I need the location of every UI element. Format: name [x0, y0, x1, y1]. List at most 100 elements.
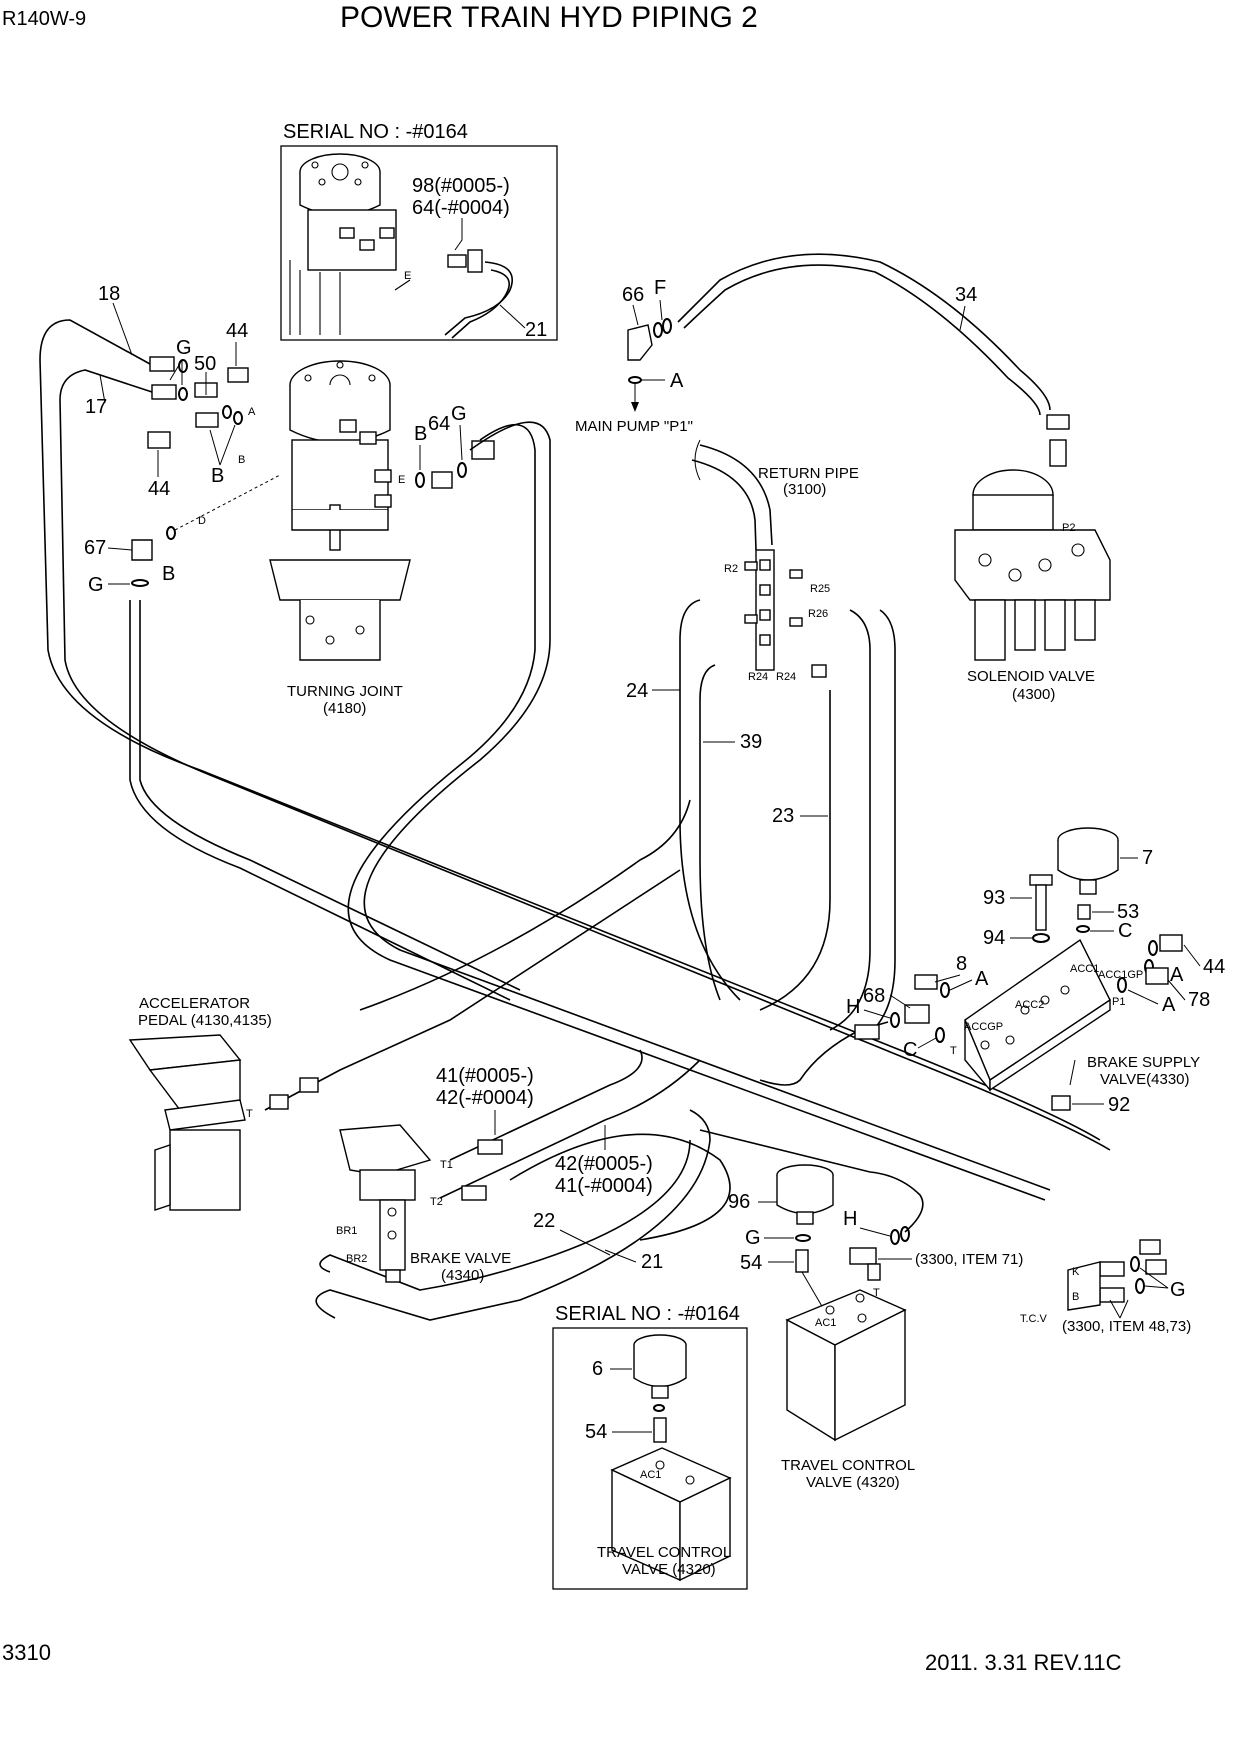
port-t2: T2: [430, 1196, 443, 1208]
tcv-main-name: TRAVEL CONTROL: [781, 1457, 915, 1474]
callout-a-pump: A: [670, 370, 684, 392]
inset-note-64: 64(-#0004): [412, 197, 510, 219]
port-r25: R25: [810, 583, 830, 595]
callout-41-a: 41(#0005-): [436, 1065, 534, 1087]
return-pipe-name: RETURN PIPE: [758, 465, 859, 482]
turning-joint-name: TURNING JOINT: [287, 683, 403, 700]
callout-a-bsv-left: A: [975, 968, 989, 990]
port-r2: R2: [724, 563, 738, 575]
accumulator-7: [1057, 827, 1119, 895]
port-t-bsv: T: [950, 1045, 957, 1057]
callout-44-left: 44: [148, 478, 170, 500]
callout-g-3: G: [451, 403, 467, 425]
callout-78: 78: [1188, 989, 1210, 1011]
accelerator-name: ACCELERATOR: [139, 995, 250, 1012]
port-br2: BR2: [346, 1253, 367, 1265]
turning-joint-code: (4180): [323, 700, 366, 717]
port-br1: BR1: [336, 1225, 357, 1237]
inset-callout-54: 54: [585, 1421, 607, 1443]
callout-b-3: B: [414, 423, 427, 445]
accelerator-pedal: [128, 1034, 246, 1211]
tcv-ref-item-48-73: (3300, ITEM 48,73): [1062, 1318, 1191, 1335]
inset-bottom-serial: SERIAL NO : -#0164: [555, 1303, 740, 1325]
brake-valve-name: BRAKE VALVE: [410, 1250, 511, 1267]
callout-34: 34: [955, 284, 977, 306]
inset-port-ac1: AC1: [640, 1469, 661, 1481]
inset-top-serial: SERIAL NO : -#0164: [283, 121, 468, 143]
callout-f: F: [654, 277, 666, 299]
inset-tcv-name: TRAVEL CONTROL: [597, 1544, 731, 1561]
fitting-53: [1077, 904, 1091, 920]
page-number: 3310: [2, 1640, 51, 1665]
callout-21: 21: [641, 1251, 663, 1273]
port-r24-b: R24: [776, 671, 796, 683]
brake-supply-valve: [964, 938, 1111, 1092]
model-code: R140W-9: [2, 8, 86, 30]
callout-92: 92: [1108, 1094, 1130, 1116]
inset-item-21: 21: [525, 319, 547, 341]
port-ac1-main: AC1: [815, 1317, 836, 1329]
callout-22: 22: [533, 1210, 555, 1232]
callout-66: 66: [622, 284, 644, 306]
inset-note-98: 98(#0005-): [412, 175, 510, 197]
brake-valve: [339, 1124, 432, 1283]
port-r24-a: R24: [748, 671, 768, 683]
callout-64: 64: [428, 413, 450, 435]
callout-24: 24: [626, 680, 648, 702]
tcv-main-code: VALVE (4320): [806, 1474, 900, 1491]
callout-a-bsv-2: A: [1162, 994, 1176, 1016]
port-a-tj: A: [248, 406, 256, 418]
callout-c-1: C: [1118, 920, 1132, 942]
solenoid-valve-code: (4300): [1012, 686, 1055, 703]
callout-93: 93: [983, 887, 1005, 909]
brake-valve-code: (4340): [441, 1267, 484, 1284]
pump-fitting-66: [627, 318, 672, 412]
fitting-78: [1145, 967, 1169, 985]
callout-g-5: G: [1170, 1279, 1186, 1301]
inset-turning-joint-drawing: [289, 153, 411, 335]
callout-42-b: 42(#0005-): [555, 1153, 653, 1175]
page-title: POWER TRAIN HYD PIPING 2: [340, 1, 758, 34]
callout-8: 8: [956, 953, 967, 975]
tee-68: [890, 1004, 945, 1043]
travel-control-valve-main: [785, 1289, 907, 1442]
callout-96: 96: [728, 1191, 750, 1213]
return-pipe-assembly: [691, 439, 827, 678]
inset-elbow-fitting: [447, 249, 483, 273]
port-acc1gp: ACC1GP: [1098, 969, 1143, 981]
inset-port-e: E: [404, 270, 411, 282]
callout-44-right: 44: [1203, 956, 1225, 978]
tcv-fittings-kb: [1067, 1239, 1167, 1311]
port-accgp: ACCGP: [964, 1021, 1003, 1033]
turning-joint: [269, 360, 411, 661]
main-pump-label: MAIN PUMP "P1": [575, 418, 693, 435]
callout-67: 67: [84, 537, 106, 559]
inset-callout-6: 6: [592, 1358, 603, 1380]
callout-b-1: B: [211, 465, 224, 487]
port-k: K: [1072, 1266, 1080, 1278]
port-acc1: ACC1: [1070, 963, 1099, 975]
callout-g-1: G: [176, 337, 192, 359]
callout-g-4: G: [745, 1227, 761, 1249]
accelerator-code: PEDAL (4130,4135): [138, 1012, 272, 1029]
callout-39: 39: [740, 731, 762, 753]
callout-h-1: H: [846, 996, 860, 1018]
callout-7: 7: [1142, 847, 1153, 869]
nut-92: [1051, 1095, 1071, 1111]
port-r26: R26: [808, 608, 828, 620]
inset-bottom: SERIAL NO : -#0164: [552, 1303, 748, 1590]
callout-18: 18: [98, 283, 120, 305]
callout-c-2: C: [903, 1039, 917, 1061]
port-acc2: ACC2: [1015, 999, 1044, 1011]
callout-50: 50: [194, 353, 216, 375]
inset-top-frame: [280, 145, 558, 341]
port-t-tcv: T: [873, 1287, 880, 1299]
solenoid-valve-name: SOLENOID VALVE: [967, 668, 1095, 685]
port-t-pedal: T: [246, 1108, 253, 1120]
callout-42-a: 42(-#0004): [436, 1087, 534, 1109]
callout-53: 53: [1117, 901, 1139, 923]
port-d-tj: D: [198, 515, 206, 527]
callout-b-2: B: [162, 563, 175, 585]
